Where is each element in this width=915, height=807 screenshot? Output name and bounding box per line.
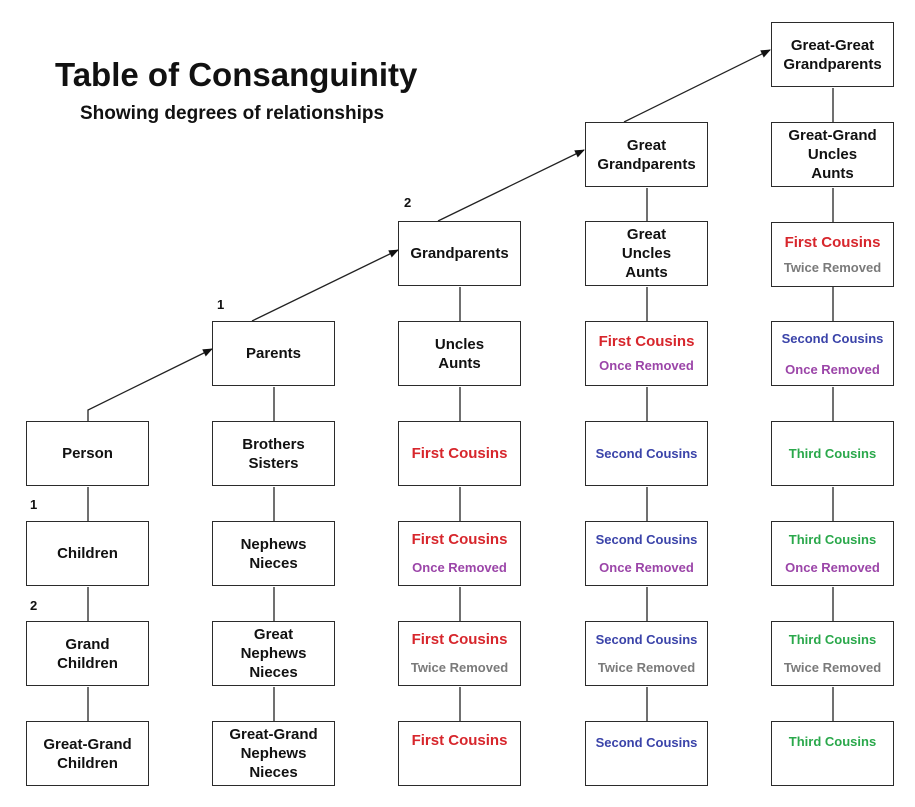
box-person: Person — [26, 421, 149, 486]
degree-mark: 2 — [30, 598, 38, 613]
arrow-grandparents-greatgrandparents — [437, 149, 585, 222]
box-second-cousins: Second Cousins — [585, 421, 708, 486]
page-title: Table of Consanguinity — [55, 56, 418, 93]
box-parents: Parents — [212, 321, 335, 386]
arrow-parents-grandparents — [251, 249, 399, 322]
degree-mark: 1 — [30, 497, 38, 512]
box-first-cousins-thrice: First Cousins — [398, 721, 521, 786]
box-third-cousins-thrice: Third Cousins — [771, 721, 894, 786]
arrow-greatgrandparents-greatgreat — [623, 49, 771, 123]
box-first-cousins: First Cousins — [398, 421, 521, 486]
page-subtitle: Showing degrees of relationships — [80, 103, 385, 124]
box-grandparents: Grandparents — [398, 221, 521, 286]
box-children: Children — [26, 521, 149, 586]
box-second-cousins-thrice: Second Cousins — [585, 721, 708, 786]
box-third-cousins: Third Cousins — [771, 421, 894, 486]
degree-mark: 2 — [404, 195, 412, 210]
arrow-person-parents — [87, 348, 213, 421]
degree-mark: 1 — [217, 297, 225, 312]
